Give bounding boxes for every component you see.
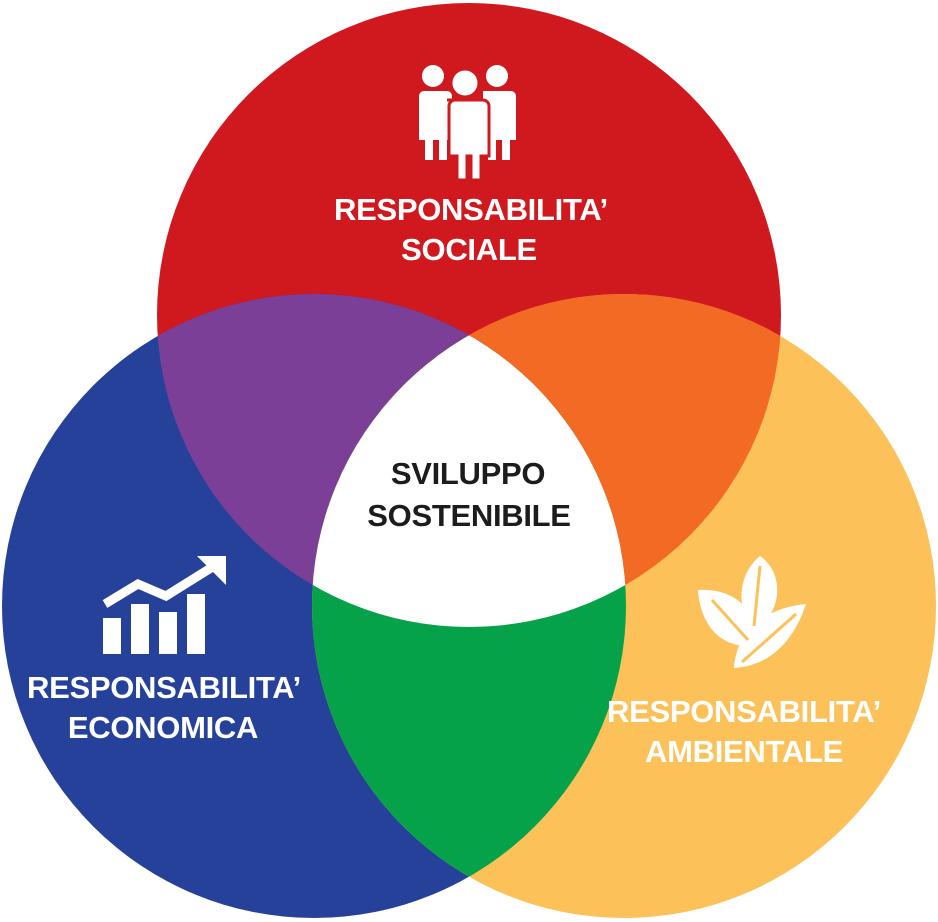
- leaves-icon: [698, 556, 806, 668]
- environmental-label-line2: AMBIENTALE: [645, 734, 843, 769]
- social-label: RESPONSABILITA’ SOCIALE: [334, 192, 608, 267]
- economic-label: RESPONSABILITA’ ECONOMICA: [27, 670, 301, 745]
- growth-chart-icon: [102, 556, 226, 654]
- economic-label-line1: RESPONSABILITA’: [27, 670, 301, 705]
- center-label: SVILUPPO SOSTENIBILE: [367, 456, 571, 533]
- environmental-label: RESPONSABILITA’ AMBIENTALE: [607, 694, 881, 769]
- center-label-line1: SVILUPPO: [391, 456, 545, 491]
- people-group-icon: [419, 65, 516, 182]
- social-label-line1: RESPONSABILITA’: [334, 192, 608, 227]
- center-label-line2: SOSTENIBILE: [367, 498, 570, 533]
- environmental-label-line1: RESPONSABILITA’: [607, 694, 881, 729]
- economic-label-line2: ECONOMICA: [68, 710, 258, 745]
- social-label-line2: SOCIALE: [401, 232, 537, 267]
